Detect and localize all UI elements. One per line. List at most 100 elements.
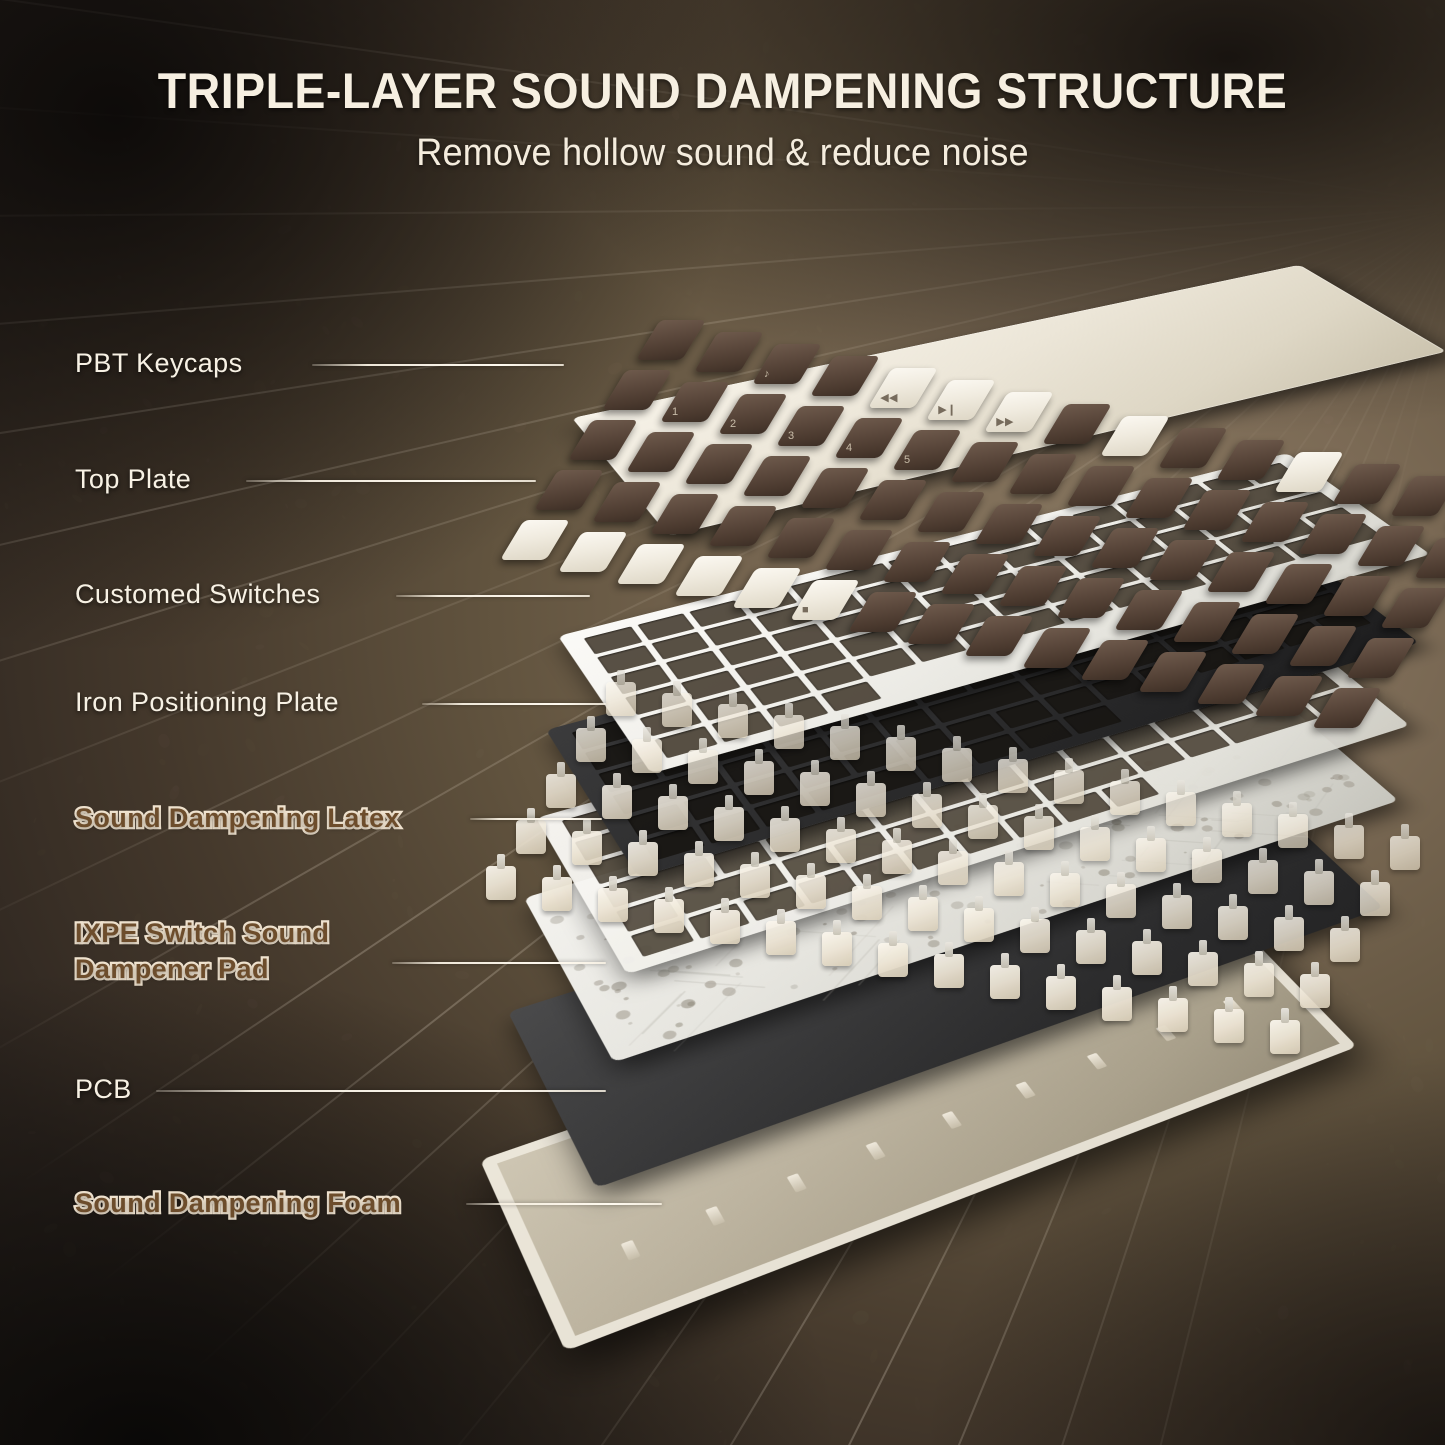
keycap-legend: ▶▶: [996, 416, 1014, 428]
keycap-legend: ■: [801, 604, 809, 616]
callout-label-latex: Sound Dampening Latex: [73, 800, 402, 836]
mechanical-switch: [934, 942, 964, 988]
keycap-legend: 3: [787, 430, 795, 442]
callout-label-iron-plate: Iron Positioning Plate: [75, 684, 339, 720]
keycap: [741, 456, 813, 496]
callout-label-pbt-keycaps: PBT Keycaps: [75, 345, 242, 381]
keycap: ◀◀: [867, 368, 939, 408]
keycap: [809, 356, 881, 396]
mechanical-switch: [688, 738, 718, 784]
mechanical-switch: [964, 896, 994, 942]
mechanical-switch: [572, 819, 602, 865]
mechanical-switch: [1054, 758, 1084, 804]
mechanical-switch: [1248, 848, 1278, 894]
mechanical-switch: [1270, 1008, 1300, 1054]
mechanical-switch: [1304, 859, 1334, 905]
keycap: [1273, 452, 1345, 492]
callout-leader-line-iron-plate: [422, 703, 606, 705]
mechanical-switch: [1136, 826, 1166, 872]
mechanical-switch: [796, 863, 826, 909]
mechanical-switch: [658, 784, 688, 830]
mechanical-switch: [1192, 837, 1222, 883]
mechanical-switch: [1330, 916, 1360, 962]
callout-leader-line-customed-switches: [396, 595, 590, 597]
keycap: 2: [717, 394, 789, 434]
mechanical-switch: [908, 885, 938, 931]
mechanical-switch: [800, 760, 830, 806]
keycap-legend: 2: [729, 418, 737, 430]
keycap: [635, 320, 707, 360]
callout-text-iron-plate: Iron Positioning Plate: [75, 687, 339, 717]
mechanical-switch: [546, 762, 576, 808]
callout-label-pcb: PCB: [75, 1071, 132, 1107]
mechanical-switch: [1080, 815, 1110, 861]
mechanical-switch: [710, 898, 740, 944]
mechanical-switch: [1132, 929, 1162, 975]
mechanical-switch: [1166, 780, 1196, 826]
keycap-legend: ◀◀: [880, 392, 898, 404]
mechanical-switch: [878, 931, 908, 977]
switch-array: [486, 532, 1445, 1054]
mechanical-switch: [1334, 813, 1364, 859]
mechanical-switch: [740, 852, 770, 898]
mechanical-switch: [826, 817, 856, 863]
callout-text-customed-switches: Customed Switches: [75, 579, 321, 609]
keycap: ▶▶: [983, 392, 1055, 432]
mechanical-switch: [718, 692, 748, 738]
callout-label-customed-switches: Customed Switches: [75, 576, 320, 612]
keycap: [625, 432, 697, 472]
mechanical-switch: [1222, 791, 1252, 837]
mechanical-switch: [882, 828, 912, 874]
callout-leader-line-latex: [470, 818, 602, 820]
keycap-legend: ▶❙: [938, 404, 957, 416]
keycap: [1331, 464, 1403, 504]
mechanical-switch: [684, 841, 714, 887]
keycap: ♪: [751, 344, 823, 384]
callout-leader-line-ixpe-pad: [392, 962, 606, 964]
mechanical-switch: [516, 808, 546, 854]
keycap: 5: [891, 430, 963, 470]
keycap: [601, 370, 673, 410]
keycap-legend: 1: [671, 406, 679, 418]
callout-label-top-plate: Top Plate: [75, 461, 191, 497]
keycap: [1065, 466, 1137, 506]
mechanical-switch: [766, 909, 796, 955]
mechanical-switch: [486, 854, 516, 900]
keycap: [857, 480, 929, 520]
keycap: [799, 468, 871, 508]
keycap: [973, 504, 1045, 544]
keycap: ▶❙: [925, 380, 997, 420]
callout-text-latex: Sound Dampening Latex: [73, 801, 402, 836]
keycap: [591, 482, 663, 522]
mechanical-switch: [912, 782, 942, 828]
keycap: 4: [833, 418, 905, 458]
mechanical-switch: [990, 953, 1020, 999]
mechanical-switch: [542, 865, 572, 911]
mechanical-switch: [1158, 986, 1188, 1032]
mechanical-switch: [856, 771, 886, 817]
keycap: [949, 442, 1021, 482]
page-title: TRIPLE-LAYER SOUND DAMPENING STRUCTURE: [157, 63, 1288, 119]
keycap: [1099, 416, 1171, 456]
mechanical-switch: [942, 736, 972, 782]
mechanical-switch: [1218, 894, 1248, 940]
mechanical-switch: [1278, 802, 1308, 848]
keycap: 1: [659, 382, 731, 422]
mechanical-switch: [598, 876, 628, 922]
keycap: [1041, 404, 1113, 444]
mechanical-switch: [1390, 824, 1420, 870]
callout-text-pcb: PCB: [75, 1074, 132, 1104]
keycap: [1157, 428, 1229, 468]
mechanical-switch: [774, 703, 804, 749]
mechanical-switch: [632, 727, 662, 773]
mechanical-switch: [886, 725, 916, 771]
keycap: [683, 444, 755, 484]
keycap-legend: 5: [903, 454, 911, 466]
mechanical-switch: [1360, 870, 1390, 916]
mechanical-switch: [822, 920, 852, 966]
mechanical-switch: [744, 749, 774, 795]
mechanical-switch: [654, 887, 684, 933]
callout-text-top-plate: Top Plate: [75, 464, 192, 494]
